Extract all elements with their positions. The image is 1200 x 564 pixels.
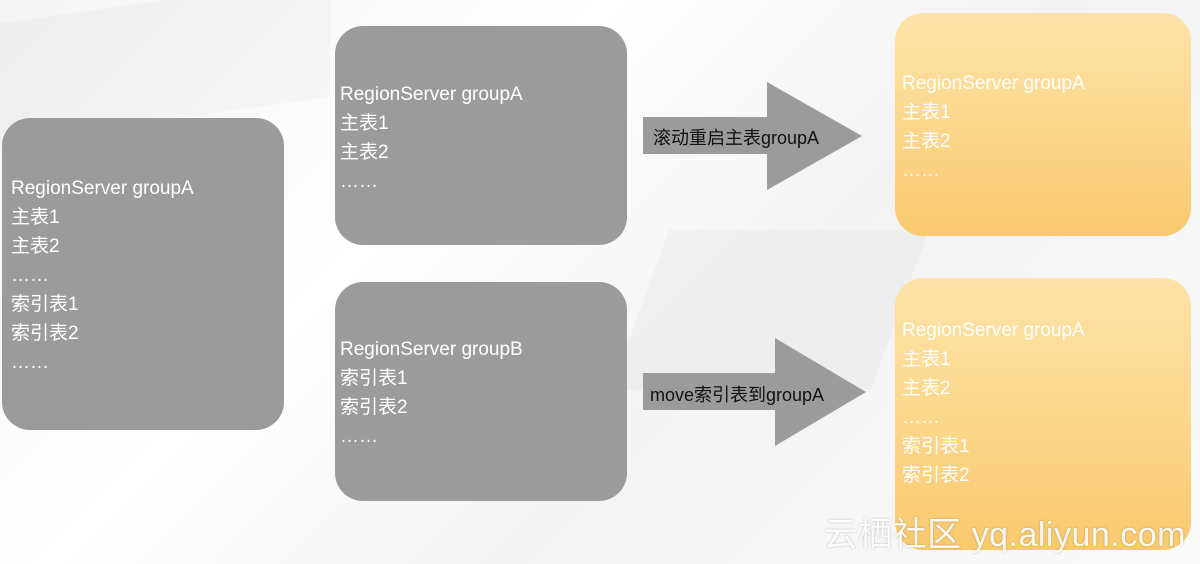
arrow-bottom-label: move索引表到groupA — [650, 385, 825, 405]
group-b-line: 索引表2 — [340, 397, 408, 418]
group-b-box: RegionServer groupB 索引表1 索引表2 …… — [335, 282, 627, 501]
result-bottom-line: RegionServer groupA — [902, 320, 1085, 341]
source-line: RegionServer groupA — [11, 178, 194, 199]
result-top-line: 主表1 — [902, 102, 951, 123]
right-arrow-icon — [643, 82, 862, 190]
source-line: …… — [11, 265, 49, 286]
source-line: 索引表2 — [11, 323, 79, 344]
source-line: …… — [11, 352, 49, 373]
result-bottom-line: 主表1 — [902, 349, 951, 370]
group-a-line: 主表1 — [340, 113, 389, 134]
group-b-line: …… — [340, 426, 378, 447]
group-a-box: RegionServer groupA 主表1 主表2 …… — [335, 26, 627, 245]
right-arrow-icon — [643, 338, 866, 446]
result-top-line: 主表2 — [902, 131, 951, 152]
result-bottom-line: 索引表2 — [902, 465, 970, 486]
source-line: 主表1 — [11, 207, 60, 228]
result-group-a-box: RegionServer groupA 主表1 主表2 …… — [895, 13, 1191, 236]
result-bottom-line: …… — [902, 407, 940, 428]
source-line: 索引表1 — [11, 294, 79, 315]
source-line: 主表2 — [11, 236, 60, 257]
group-a-line: RegionServer groupA — [340, 84, 523, 105]
arrow-top-label: 滚动重启主表groupA — [653, 128, 820, 148]
result-top-line: RegionServer groupA — [902, 73, 1085, 94]
result-top-line: …… — [902, 160, 940, 181]
group-b-line: 索引表1 — [340, 368, 408, 389]
watermark: 云栖社区 yq.aliyun.com — [823, 516, 1186, 554]
result-bottom-line: 主表2 — [902, 378, 951, 399]
group-b-line: RegionServer groupB — [340, 339, 523, 360]
source-regionserver-box: RegionServer groupA 主表1 主表2 …… 索引表1 索引表2… — [2, 118, 284, 430]
result-bottom-line: 索引表1 — [902, 436, 970, 457]
group-a-line: …… — [340, 171, 378, 192]
result-group-a-merged-box: RegionServer groupA 主表1 主表2 …… 索引表1 索引表2 — [895, 278, 1191, 550]
group-a-line: 主表2 — [340, 142, 389, 163]
